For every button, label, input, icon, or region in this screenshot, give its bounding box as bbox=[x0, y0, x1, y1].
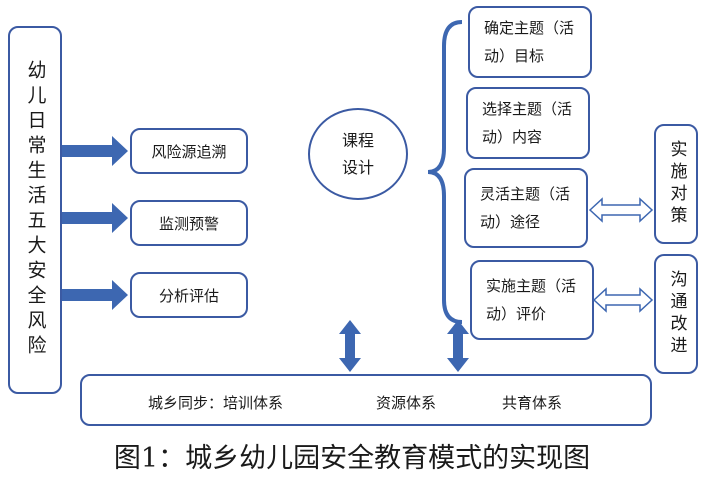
right-box-communication: 沟通改进 bbox=[654, 254, 698, 374]
right-box-countermeasures: 实施对策 bbox=[654, 124, 698, 244]
double-arrow-left bbox=[339, 320, 361, 372]
risk-step-analysis: 分析评估 bbox=[130, 272, 248, 318]
arrow-to-analysis bbox=[62, 280, 128, 310]
theme-box-goal: 确定主题（活 动）目标 bbox=[468, 6, 592, 78]
curly-bracket bbox=[427, 20, 463, 324]
figure-caption: 图1：城乡幼儿园安全教育模式的实现图 bbox=[113, 443, 591, 474]
theme-line2: 动）评价 bbox=[486, 305, 547, 323]
theme-line1: 确定主题（活 bbox=[484, 18, 575, 37]
risk-step-monitoring: 监测预警 bbox=[130, 200, 248, 246]
course-design-line1: 课程 bbox=[341, 130, 374, 150]
risk-step-label: 分析评估 bbox=[158, 286, 219, 305]
left-risk-panel-label: 幼儿日常生活五大安全风险 bbox=[24, 60, 47, 360]
right-box-label: 实施对策 bbox=[666, 140, 687, 228]
theme-line1: 灵活主题（活 bbox=[480, 184, 571, 203]
theme-line1: 实施主题（活 bbox=[486, 276, 577, 295]
theme-line2: 动）目标 bbox=[484, 47, 545, 65]
bottom-item-resources: 资源体系 bbox=[376, 394, 437, 412]
arrow-to-source-trace bbox=[62, 136, 128, 166]
theme-line2: 动）途径 bbox=[480, 213, 541, 231]
bottom-item-coeducation: 共育体系 bbox=[502, 394, 563, 412]
theme-line2: 动）内容 bbox=[482, 128, 543, 146]
hollow-arrow-evaluation bbox=[592, 287, 654, 313]
double-arrow-right bbox=[447, 320, 469, 372]
bottom-sync-bar: 城乡同步：培训体系 资源体系 共育体系 bbox=[80, 374, 652, 426]
theme-line1: 选择主题（活 bbox=[482, 99, 573, 118]
risk-step-label: 监测预警 bbox=[158, 214, 219, 233]
risk-step-source-trace: 风险源追溯 bbox=[130, 128, 248, 174]
hollow-arrow-approach bbox=[588, 197, 654, 223]
course-design-ellipse: 课程 设计 bbox=[308, 108, 408, 200]
course-design-line2: 设计 bbox=[341, 158, 374, 177]
theme-box-evaluation: 实施主题（活 动）评价 bbox=[470, 260, 594, 340]
arrow-to-monitoring bbox=[62, 203, 128, 233]
left-risk-panel: 幼儿日常生活五大安全风险 bbox=[8, 26, 62, 394]
right-box-label: 沟通改进 bbox=[666, 270, 687, 358]
risk-step-label: 风险源追溯 bbox=[151, 142, 227, 161]
bottom-item-training: 城乡同步：培训体系 bbox=[148, 394, 284, 412]
theme-box-approach: 灵活主题（活 动）途径 bbox=[464, 168, 588, 248]
theme-box-content: 选择主题（活 动）内容 bbox=[466, 87, 590, 159]
